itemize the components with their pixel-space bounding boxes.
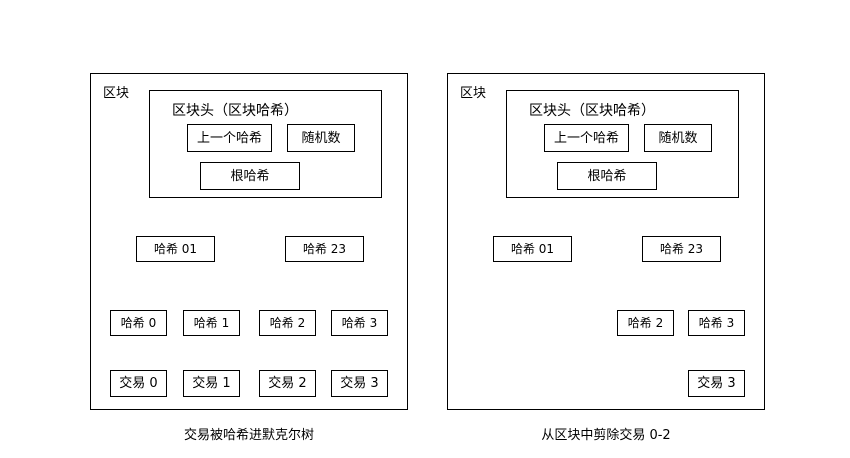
hash-box-1-left: 哈希 1 [183, 310, 240, 336]
hash-box-2-left: 哈希 2 [259, 310, 316, 336]
tx-box-1-left: 交易 1 [183, 370, 240, 397]
hash-box-23-right: 哈希 23 [642, 236, 721, 262]
hash-box-01-right: 哈希 01 [493, 236, 572, 262]
caption-right: 从区块中剪除交易 0-2 [541, 428, 671, 443]
tx-box-0-left: 交易 0 [110, 370, 167, 397]
block-header-title-left: 区块头（区块哈希） [172, 103, 298, 119]
prev-hash-field-right: 上一个哈希 [544, 124, 629, 152]
hash-box-2-right: 哈希 2 [617, 310, 674, 336]
root-hash-box-left: 根哈希 [200, 162, 300, 190]
tx-box-3-left: 交易 3 [331, 370, 388, 397]
block-label-right: 区块 [460, 86, 487, 101]
hash-box-01-left: 哈希 01 [136, 236, 215, 262]
block-label-left: 区块 [103, 86, 130, 101]
nonce-field-right: 随机数 [644, 124, 712, 152]
hash-box-3-right: 哈希 3 [688, 310, 745, 336]
hash-box-0-left: 哈希 0 [110, 310, 167, 336]
root-hash-box-right: 根哈希 [557, 162, 657, 190]
hash-box-23-left: 哈希 23 [285, 236, 364, 262]
nonce-field-left: 随机数 [287, 124, 355, 152]
block-header-title-right: 区块头（区块哈希） [529, 103, 655, 119]
prev-hash-field-left: 上一个哈希 [187, 124, 272, 152]
hash-box-3-left: 哈希 3 [331, 310, 388, 336]
tx-box-2-left: 交易 2 [259, 370, 316, 397]
tx-box-3-right: 交易 3 [688, 370, 745, 397]
caption-left: 交易被哈希进默克尔树 [183, 428, 314, 443]
